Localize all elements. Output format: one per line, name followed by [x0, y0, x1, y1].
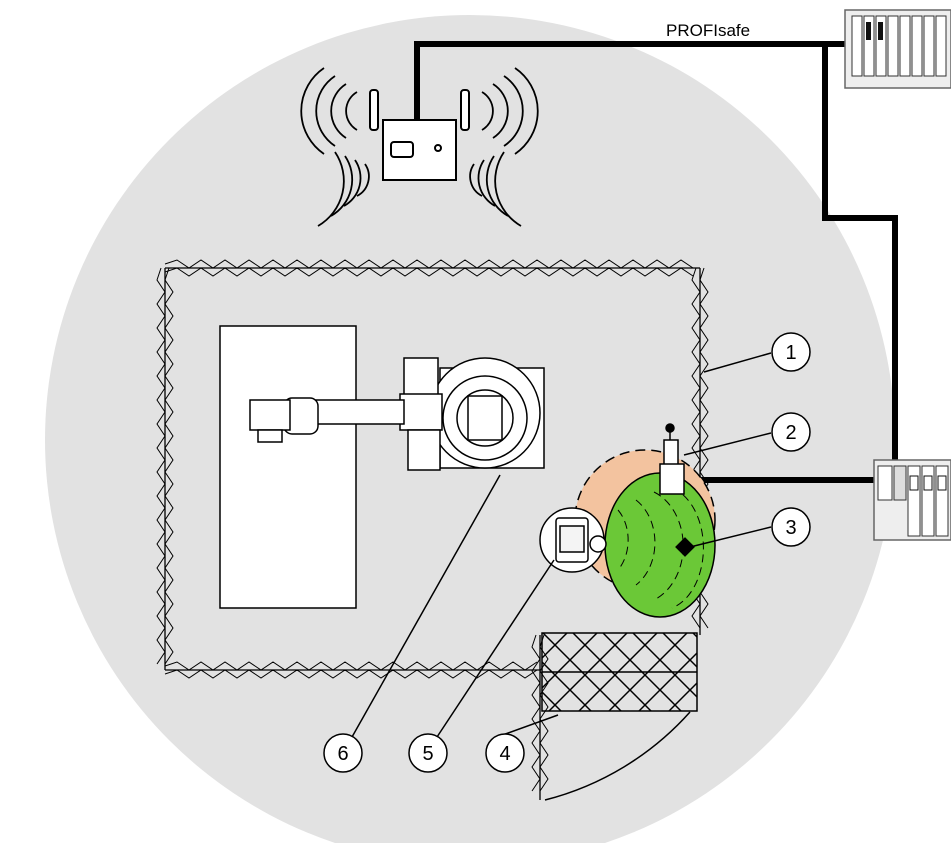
- svg-text:2: 2: [785, 422, 796, 444]
- callout-5: 5: [408, 733, 448, 773]
- callout-2: 2: [771, 412, 811, 452]
- svg-text:6: 6: [337, 743, 348, 765]
- svg-text:1: 1: [785, 342, 796, 364]
- callout-4: 4: [485, 733, 525, 773]
- callout-3: 3: [771, 507, 811, 547]
- wireless-access-point: [369, 89, 470, 181]
- safety-sensor: [659, 423, 685, 495]
- machine-area: [219, 325, 357, 609]
- callout-6: 6: [323, 733, 363, 773]
- svg-text:4: 4: [499, 743, 510, 765]
- rfid-transponder-icon: [675, 537, 695, 557]
- profisafe-cable: [414, 41, 898, 483]
- mobile-panel: [539, 507, 607, 573]
- svg-text:3: 3: [785, 517, 796, 539]
- callout-leaders: [351, 352, 772, 738]
- safety-plc-controller: [844, 9, 951, 89]
- callout-1: 1: [771, 332, 811, 372]
- network-label: PROFIsafe: [666, 21, 750, 40]
- access-path: [544, 711, 691, 801]
- distributed-io-station: [873, 459, 951, 541]
- industrial-robot: [249, 357, 545, 471]
- svg-text:5: 5: [422, 743, 433, 765]
- radio-waves-icon: [300, 67, 539, 227]
